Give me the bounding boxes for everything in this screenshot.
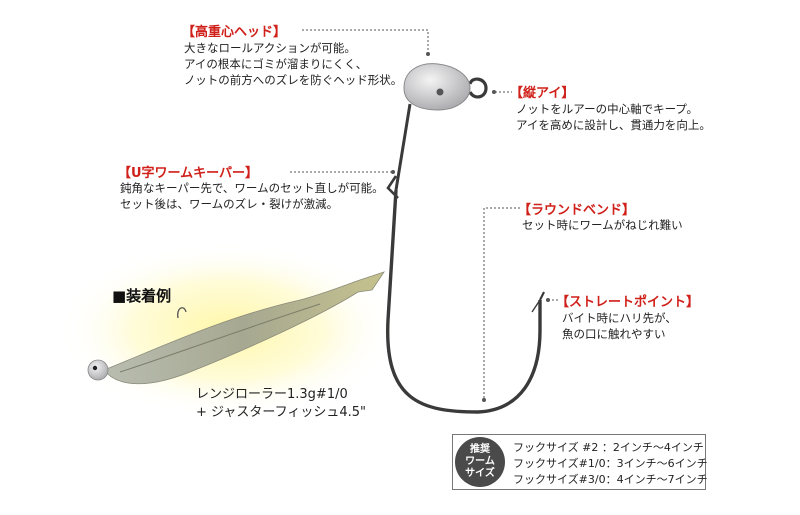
head-line-1: 大きなロールアクションが可能。	[184, 41, 356, 55]
eye-callout-text: ノットをルアーの中心軸でキープ。 アイを高めに設計し、貫通力を向上。	[516, 101, 711, 133]
recommended-badge: 推奨 ワーム サイズ	[455, 437, 505, 487]
point-line-1: バイト時にハリ先が、	[562, 311, 677, 325]
leader-lines	[290, 29, 558, 398]
bend-line-1: セット時にワームがねじれ難い	[522, 218, 683, 232]
keeper-line-1: 鈍角なキーパー先で、ワームのセット直しが可能。	[120, 181, 384, 195]
size-row-1-0: フックサイズ#1/0：3インチ～6インチ	[513, 457, 708, 470]
leader-dots	[391, 52, 550, 402]
size-row-3-0: フックサイズ#3/0：4インチ～7インチ	[513, 473, 708, 486]
keeper-line-2: セット後は、ワームのズレ・裂けが激減。	[120, 197, 339, 211]
caption-line-2: + ジャスターフィッシュ4.5"	[196, 405, 366, 420]
point-line-2: 魚の口に触れやすい	[562, 327, 666, 341]
keeper-callout-text: 鈍角なキーパー先で、ワームのセット直しが可能。 セット後は、ワームのズレ・裂けが…	[120, 180, 384, 212]
bend-callout-title: 【ラウンドベンド】	[518, 203, 636, 218]
example-title: ■装着例	[112, 287, 172, 305]
eye-line-2: アイを高めに設計し、貫通力を向上。	[516, 118, 711, 132]
keeper-callout-title: 【U字ワームキーパー】	[118, 166, 259, 181]
head-line-2: アイの根本にゴミが溜まりにくく、	[184, 57, 368, 71]
size-row-2: フックサイズ #2 ：2インチ～4インチ	[513, 441, 704, 454]
eye-callout-title: 【縦アイ】	[510, 86, 575, 101]
eye-line-1: ノットをルアーの中心軸でキープ。	[516, 102, 699, 116]
head-line-3: ノットの前方へのズレを防ぐヘッド形状。	[184, 73, 403, 87]
badge-line-2: ワーム	[465, 456, 495, 467]
badge-line-3: サイズ	[465, 468, 495, 479]
worm-example	[87, 271, 385, 385]
point-callout-title: 【ストレートポイント】	[556, 295, 700, 310]
caption-line-1: レンジローラー1.3g#1/0	[196, 387, 348, 402]
head-callout-text: 大きなロールアクションが可能。 アイの根本にゴミが溜まりにくく、 ノットの前方へ…	[184, 40, 402, 88]
head-callout-title: 【高重心ヘッド】	[182, 25, 287, 40]
recommended-size-box: 推奨 ワーム サイズ フックサイズ #2 ：2インチ～4インチ フックサイズ#1…	[452, 434, 708, 490]
point-callout-text: バイト時にハリ先が、 魚の口に触れやすい	[562, 310, 677, 342]
badge-line-1: 推奨	[470, 444, 490, 455]
example-caption: レンジローラー1.3g#1/0 + ジャスターフィッシュ4.5"	[196, 386, 366, 422]
bend-callout-text: セット時にワームがねじれ難い	[522, 217, 683, 233]
hook-illustration	[386, 63, 545, 414]
